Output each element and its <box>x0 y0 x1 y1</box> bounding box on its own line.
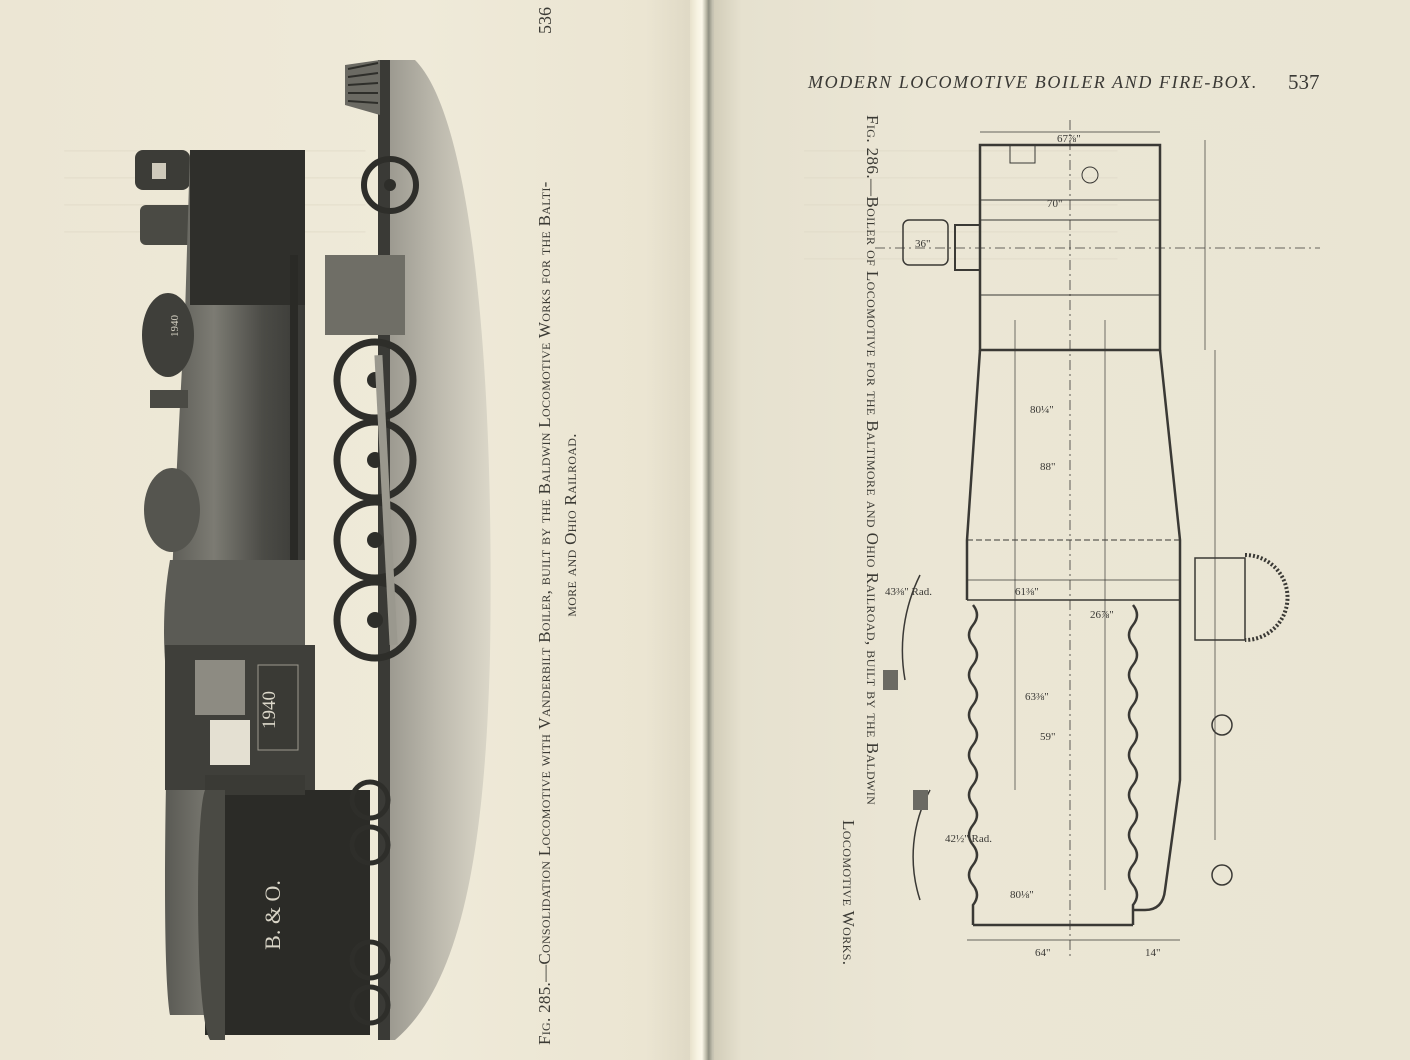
dome-number: 1940 <box>169 315 181 338</box>
dim-label: 26⅞" <box>1090 609 1114 621</box>
dim-label: 14" <box>1145 947 1161 959</box>
dim-label: 42½" Rad. <box>945 833 992 845</box>
locomotive-illustration: 1940 <box>130 55 510 1045</box>
running-head: MODERN LOCOMOTIVE BOILER AND FIRE-BOX. <box>808 72 1258 92</box>
dim-label: 59" <box>1040 731 1056 743</box>
dim-label: 63⅜" <box>1025 691 1049 703</box>
caption-line-1: Fig. 285.—Consolidation Locomotive with … <box>535 181 554 1045</box>
caption-line-2: more and Ohio Railroad. <box>561 433 580 617</box>
boiler-drawing: 67⅞" 70" 36" 80¼" 88" 61⅜" 26⅞" 43⅜" Rad… <box>875 120 1320 960</box>
dim-label: 70" <box>1047 198 1063 210</box>
figure-285-caption: Fig. 285.—Consolidation Locomotive with … <box>535 5 581 1045</box>
dim-label: 80⅛" <box>1010 889 1034 901</box>
dim-label: 67⅞" <box>1057 133 1081 145</box>
caption-line-2: Locomotive Works. <box>839 820 858 966</box>
dim-label: 80¼" <box>1030 404 1054 416</box>
dim-label: 88" <box>1040 461 1056 473</box>
dim-label: 36" <box>915 238 931 250</box>
tender-lettering: B. & O. <box>260 880 285 950</box>
page-number-left: 536 <box>535 7 555 34</box>
cab-number: 1940 <box>259 691 280 729</box>
dim-label: 61⅜" <box>1015 586 1039 598</box>
dim-label: 64" <box>1035 947 1051 959</box>
locomotive-photo: 1940 <box>135 60 491 1040</box>
left-page: ───────────────────────── ──────────────… <box>0 0 702 1060</box>
right-page: ────────────────────────── ─────────────… <box>714 0 1410 1060</box>
page-number-right: 537 <box>1288 70 1320 94</box>
boiler-technical-drawing: 67⅞" 70" 36" 80¼" 88" 61⅜" 26⅞" 43⅜" Rad… <box>875 120 1320 960</box>
dim-label: 43⅜" Rad. <box>885 586 932 598</box>
